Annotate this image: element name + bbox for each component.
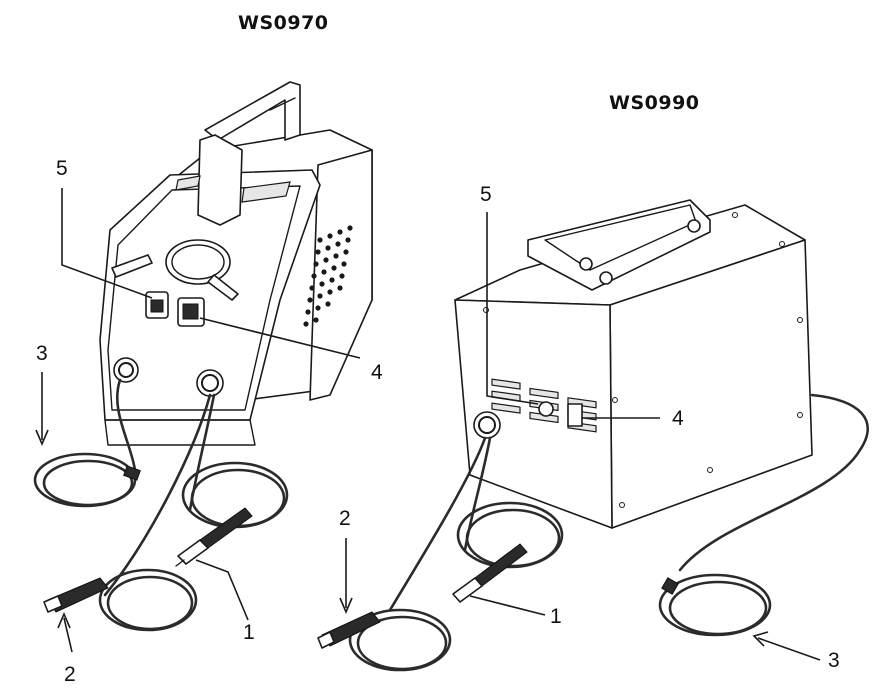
ws0990-leader-lines (339, 212, 821, 661)
callout-ws0990-4: 4 (672, 407, 684, 430)
ws0990-cables (317, 393, 869, 672)
callout-ws0970-3: 3 (36, 342, 48, 365)
callout-ws0970-4: 4 (371, 361, 383, 384)
callout-ws0990-1: 1 (550, 605, 562, 628)
callout-ws0970-5: 5 (56, 157, 68, 180)
callout-ws0970-2: 2 (64, 663, 76, 686)
model-title-ws0990: WS0990 (609, 92, 700, 114)
ws0970-cables (33, 378, 289, 632)
callout-ws0990-5: 5 (480, 183, 492, 206)
model-title-ws0970: WS0970 (238, 12, 329, 34)
ws0970-welder (99, 81, 373, 446)
ws0990-welder (454, 199, 813, 529)
callout-ws0990-2: 2 (339, 507, 351, 530)
callout-ws0990-3: 3 (828, 649, 840, 672)
callout-ws0970-1: 1 (243, 621, 255, 644)
ws0970-leader-lines (35, 188, 361, 653)
